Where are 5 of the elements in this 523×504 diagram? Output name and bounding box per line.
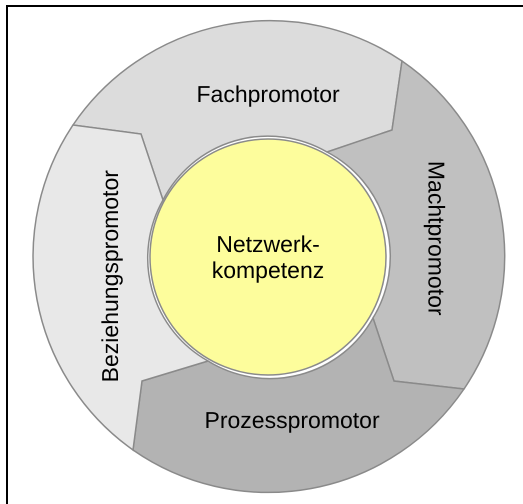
segment-label: Prozesspromotor bbox=[204, 407, 380, 434]
center-label: Netzwerk- kompetenz bbox=[210, 230, 326, 284]
segment-label: Machtpromotor bbox=[422, 160, 450, 316]
segment-label: Beziehungspromotor bbox=[96, 170, 124, 382]
segment-label: Fachpromotor bbox=[196, 81, 340, 108]
